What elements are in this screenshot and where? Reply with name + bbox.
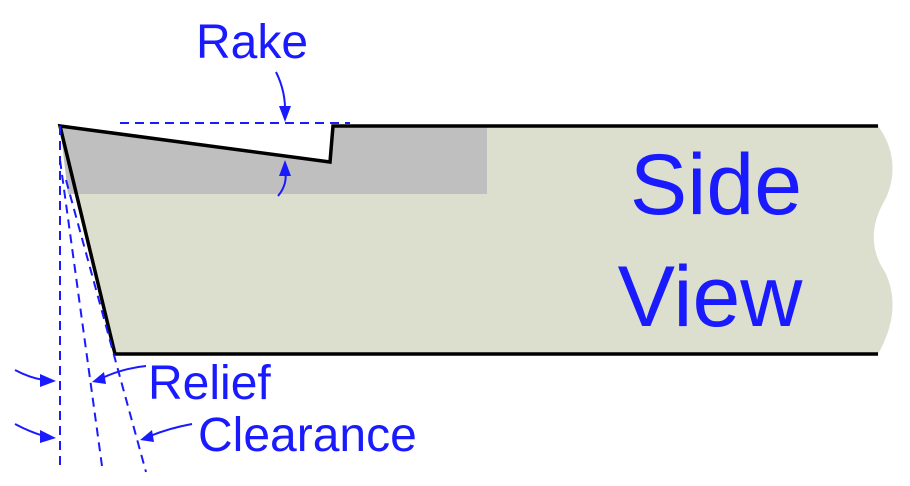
relief-angle-line — [59, 159, 103, 467]
view-title-line2: View — [618, 249, 804, 345]
relief-label: Relief — [148, 357, 271, 410]
view-title-line1: Side — [630, 137, 802, 233]
clearance-arrow-left — [14, 423, 56, 443]
tool-outline — [57, 123, 878, 356]
clearance-arrow-right — [140, 423, 193, 442]
rake-face-shading — [60, 126, 487, 194]
relief-arrow-left — [14, 369, 56, 387]
clearance-label: Clearance — [198, 409, 417, 462]
rake-arrow-bottom — [277, 160, 291, 197]
relief-arrow-right — [92, 365, 147, 384]
clearance-angle-line — [65, 179, 147, 473]
rake-label: Rake — [196, 16, 308, 69]
rake-arrow-top — [275, 71, 291, 122]
